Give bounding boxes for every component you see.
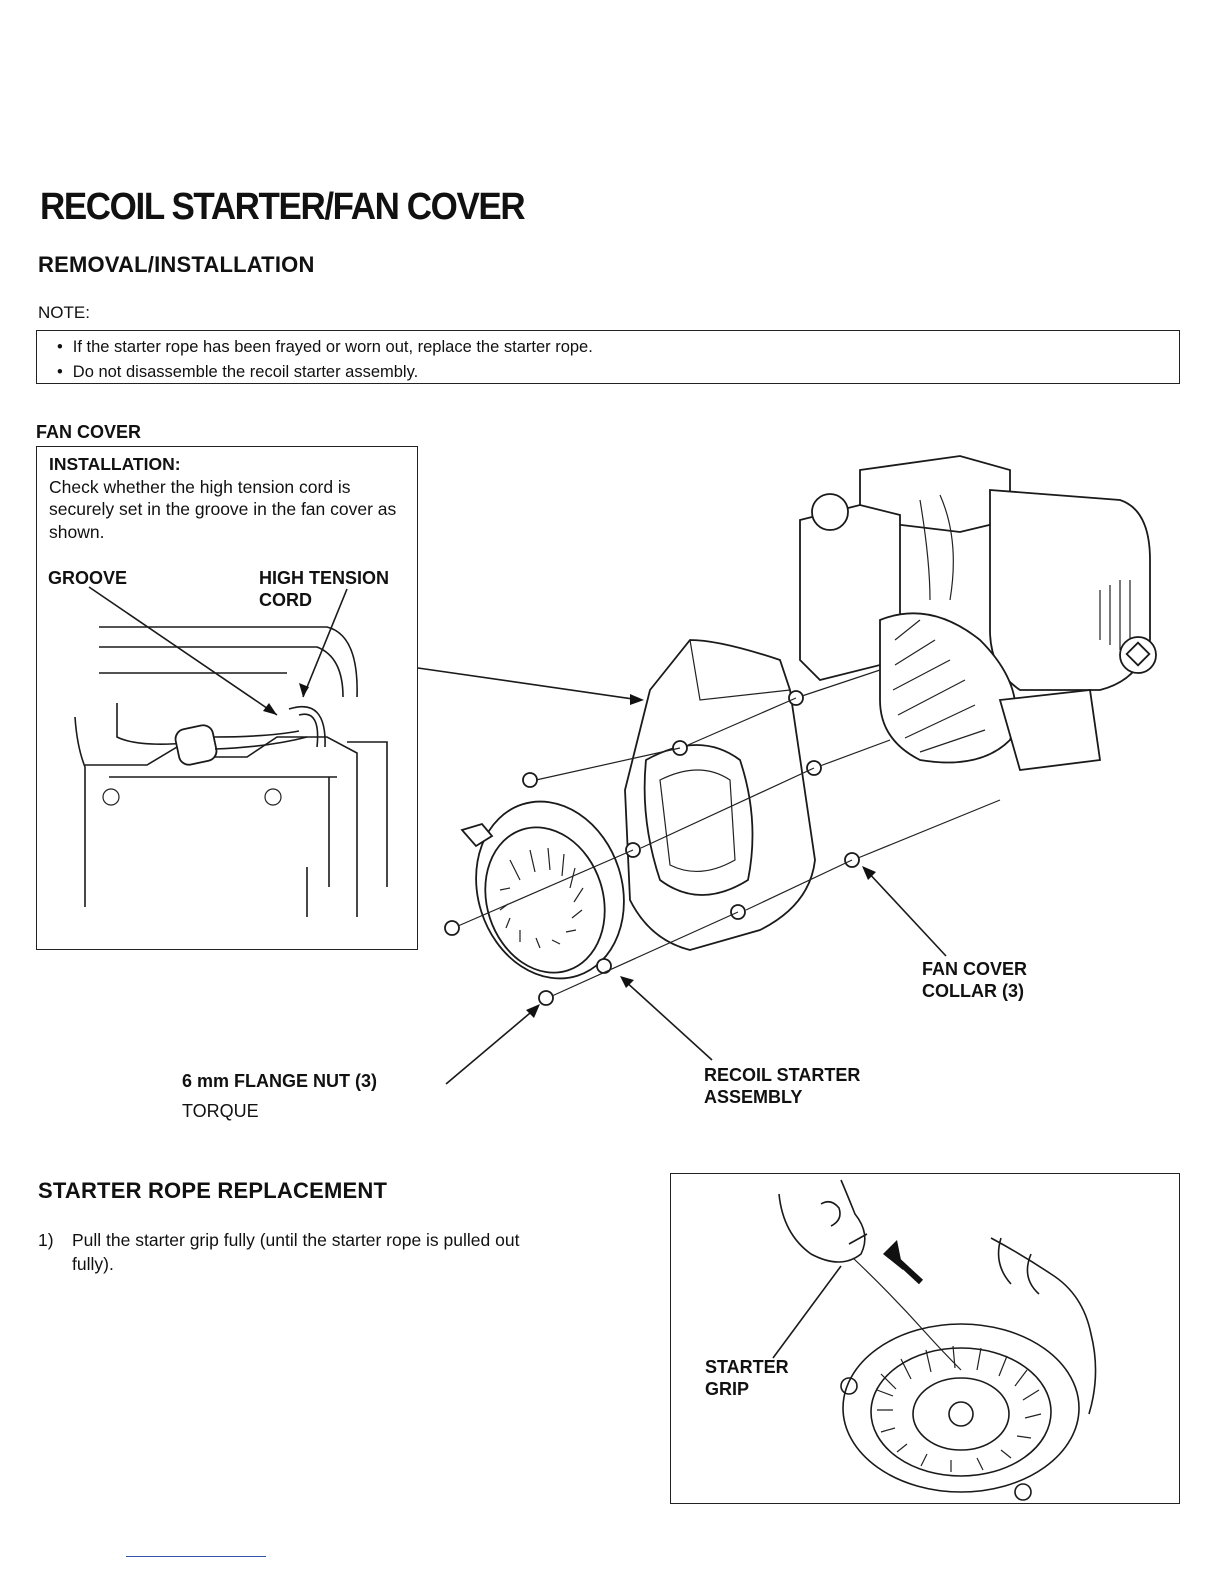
starter-grip-label: STARTER GRIP — [705, 1356, 789, 1400]
groove-label: GROOVE — [48, 568, 128, 588]
alignment-lines — [457, 669, 1001, 997]
page-title: RECOIL STARTER/FAN COVER — [40, 186, 526, 228]
cord-label-line: CORD — [259, 590, 312, 610]
callout-line: GRIP — [705, 1379, 750, 1399]
recoil-starter-label: RECOIL STARTER ASSEMBLY — [704, 1064, 860, 1108]
footer-rule — [126, 1556, 266, 1557]
note-item: If the starter rope has been frayed or w… — [57, 335, 1179, 360]
flange-nut-label: 6 mm FLANGE NUT (3) TORQUE — [182, 1066, 377, 1126]
callout-line: RECOIL STARTER — [704, 1065, 861, 1085]
installation-label: INSTALLATION: — [49, 454, 181, 474]
engine-block — [799, 455, 1157, 771]
section-heading-removal: REMOVAL/INSTALLATION — [38, 252, 315, 277]
fan-cover-part — [624, 639, 816, 951]
section-heading-starter-rope: STARTER ROPE REPLACEMENT — [38, 1178, 388, 1203]
note-item: Do not disassemble the recoil starter as… — [57, 360, 1179, 385]
callout-line: COLLAR (3) — [922, 981, 1024, 1001]
fan-cover-collar-label: FAN COVER COLLAR (3) — [922, 958, 1027, 1002]
recoil-starter-part — [460, 800, 625, 980]
installation-instructions: Check whether the high tension cord is s… — [49, 476, 397, 542]
high-tension-cord-label: HIGH TENSION CORD — [259, 567, 389, 611]
step-text: Pull the starter grip fully (until the s… — [72, 1230, 520, 1250]
installation-inset: INSTALLATION: Check whether the high ten… — [36, 446, 418, 950]
starter-grip-illustration — [772, 1179, 1097, 1501]
callout-line: 6 mm FLANGE NUT (3) — [182, 1071, 378, 1091]
step-1: 1) Pull the starter grip fully (until the… — [38, 1228, 648, 1276]
starter-grip-figure: STARTER GRIP — [670, 1173, 1180, 1504]
cord-groove-illustration — [74, 586, 388, 917]
installation-text-block: INSTALLATION: Check whether the high ten… — [49, 453, 409, 543]
note-box: If the starter rope has been frayed or w… — [36, 330, 1180, 384]
step-text: fully). — [72, 1254, 114, 1274]
callout-line: STARTER — [705, 1357, 789, 1377]
step-number: 1) — [38, 1230, 54, 1250]
callout-line: FAN COVER — [922, 959, 1028, 979]
cord-label-line: HIGH TENSION — [259, 568, 390, 588]
callout-line: ASSEMBLY — [704, 1087, 803, 1107]
callout-line: TORQUE — [182, 1101, 259, 1121]
fan-cover-header: FAN COVER — [36, 422, 142, 442]
note-label: NOTE: — [38, 303, 90, 322]
